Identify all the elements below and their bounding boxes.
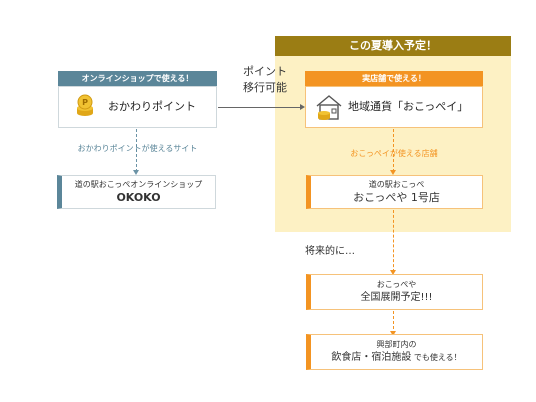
future-label: 将来的に…: [305, 246, 355, 257]
future-arrowhead-1: [390, 270, 396, 275]
okawari-point-label: おかわりポイント: [108, 100, 196, 113]
point-transfer-line1: ポイント: [243, 65, 287, 78]
future-flow-line-2: [393, 311, 394, 334]
coin-stack-icon: P: [77, 94, 93, 116]
transfer-arrowhead: [300, 104, 305, 110]
online-shop-tab: オンラインショップで使える！: [58, 71, 217, 86]
usable-sites-label: おかわりポイントが使えるサイト: [77, 144, 198, 153]
local-currency-label: 地域通貨「おこっぺイ」: [348, 100, 469, 113]
right-flow-arrowhead: [390, 170, 396, 175]
real-store-tab: 実店舗で使える！: [305, 71, 483, 86]
point-transfer-line2: 移行可能: [243, 81, 287, 94]
summer-title: この夏導入予定！: [275, 36, 511, 56]
right-flow-line: [393, 129, 394, 172]
michinoeki-label: 道の駅おこっぺ: [368, 180, 425, 189]
house-coin-icon: [316, 95, 342, 120]
okoppeya-label: おこっぺや: [376, 280, 417, 289]
okoppeya-store-label: おこっぺや 1号店: [353, 191, 440, 204]
nationwide-expansion-box: おこっぺや 全国展開予定!!!: [306, 274, 483, 310]
local-currency-card: [305, 86, 483, 128]
svg-text:P: P: [82, 98, 88, 107]
left-flow-line: [136, 129, 137, 172]
restaurants-hotels-label: 飲食店・宿泊施設: [331, 352, 412, 363]
usable-stores-label: おこっぺイが使える店舗: [350, 149, 438, 158]
okoppe-town-label: 興部町内の: [376, 340, 417, 349]
left-flow-arrowhead: [133, 170, 139, 175]
nationwide-expansion-label: 全国展開予定!!!: [360, 292, 433, 303]
can-use-label: でも使える！: [411, 353, 462, 362]
restaurants-hotels-line: 飲食店・宿泊施設 でも使える！: [331, 351, 461, 365]
okoko-label: OKOKO: [116, 191, 161, 204]
okoppe-town-box: 興部町内の 飲食店・宿泊施設 でも使える！: [306, 334, 483, 370]
transfer-arrow-line: [218, 107, 301, 108]
okoko-shop-name: 道の駅おこっぺオンラインショップ: [74, 180, 203, 189]
okoko-shop-box: 道の駅おこっぺオンラインショップ OKOKO: [57, 175, 216, 209]
okoppeya-store-box: 道の駅おこっぺ おこっぺや 1号店: [306, 175, 483, 209]
point-transfer-label: ポイント 移行可能: [243, 64, 293, 96]
future-arrowhead-2: [390, 331, 396, 336]
future-flow-line-1: [393, 210, 394, 272]
